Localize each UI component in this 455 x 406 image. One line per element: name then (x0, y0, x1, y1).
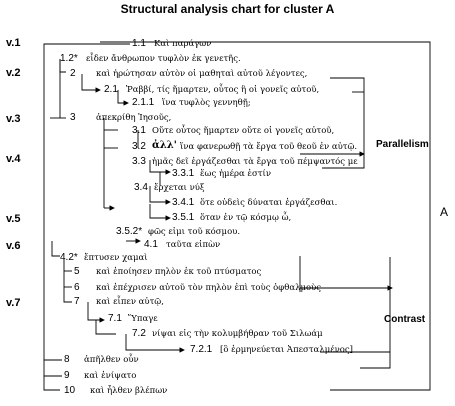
row-text: ἡμᾶς δεῖ ἐργάζεσθαι τὰ ἔργα τοῦ πέμψαντό… (152, 157, 358, 167)
contrast-label: Contrast (384, 314, 426, 325)
row-text: καὶ ἐποίησεν πηλὸν ἐκ τοῦ πτύσματος (96, 267, 262, 277)
row-text: Ῥαββί, τίς ἥμαρτεν, οὗτος ἢ οἱ γονεῖς αὐ… (126, 85, 320, 95)
verse-label-2: v.2 (6, 67, 21, 79)
verse-label-5: v.5 (6, 213, 21, 225)
parallelism-label: Parallelism (376, 139, 429, 150)
row-text: Καὶ παράγων (154, 39, 212, 49)
row-num: 1.1 (132, 38, 146, 49)
row-num: 7.2.1 (190, 344, 213, 355)
row-num: 7.2 (132, 328, 146, 339)
row-text: φῶς εἰμι τοῦ κόσμου. (148, 227, 241, 237)
row-num: 3.5.1 (172, 212, 195, 223)
row-text: καὶ εἶπεν αὐτῷ, (96, 297, 164, 307)
row-num: 2.1.1 (132, 97, 155, 108)
a-bracket (100, 41, 431, 391)
row-num: 3.1 (132, 125, 146, 136)
row-num: 3.5.2* (116, 226, 143, 237)
row-num: 3 (70, 112, 76, 123)
row-num: 10 (64, 385, 76, 396)
verse-label-3: v.3 (6, 113, 21, 125)
row-text: ἔπτυσεν χαμαὶ (84, 253, 148, 263)
row-num: 2.1 (104, 84, 118, 95)
row-text: ἵνα φανερωθῇ τὰ ἔργα τοῦ θεοῦ ἐν αὐτῷ. (180, 142, 358, 152)
row-text: Οὔτε οὗτος ἥμαρτεν οὔτε οἱ γονεῖς αὐτοῦ, (152, 126, 335, 136)
row-num: 3.3.1 (172, 168, 195, 179)
row-text: ἀπεκρίθη Ἰησοῦς, (96, 113, 172, 123)
row-text: ἔρχεται νύξ (154, 183, 205, 193)
row-num: 1.2* (60, 53, 78, 64)
row-num: 4.1 (144, 239, 158, 250)
row-text: νίψαι εἰς τὴν κολυμβήθραν τοῦ Σιλωάμ (152, 329, 323, 339)
row-text: ὅτε οὐδεὶς δύναται ἐργάζεσθαι. (200, 198, 338, 208)
row-num: 2 (70, 68, 76, 79)
row-text: εἶδεν ἄνθρωπον τυφλὸν ἐκ γενετῆς. (86, 54, 241, 64)
row-num: 9 (64, 370, 70, 381)
verse-label-4: v.4 (6, 153, 21, 165)
outer-bracket (43, 43, 130, 391)
row-text: Ὕπαγε (128, 314, 158, 324)
row-num: 3.3 (132, 156, 146, 167)
row-num: 3.4.1 (172, 197, 195, 208)
row-num: 3.2 (132, 141, 146, 152)
row-text: ταῦτα εἰπὼν (166, 240, 221, 250)
verse-label-7: v.7 (6, 297, 21, 309)
row-num: 6 (74, 282, 80, 293)
row-text: καὶ ἐπέχρισεν αὐτοῦ τὸν πηλὸν ἐπὶ τοὺς ὀ… (96, 283, 322, 293)
row-num: 5 (74, 266, 80, 277)
row-num: 7 (74, 296, 80, 307)
row-text: ὅταν ἐν τῷ κόσμῳ ὦ, (200, 213, 292, 223)
row-num: 8 (64, 354, 70, 365)
verse-label-1: v.1 (6, 37, 21, 49)
row-num: 7.1 (108, 313, 122, 324)
row-text: καὶ ἐνίψατο (84, 371, 137, 381)
row-text: καὶ ἠρώτησαν αὐτὸν οἱ μαθηταὶ αὐτοῦ λέγο… (96, 69, 308, 79)
verse-label-6: v.6 (6, 240, 21, 252)
row-num: 4.2* (60, 252, 78, 263)
row-strong: ἀλλ' (152, 140, 177, 151)
row-text: [ὃ ἑρμηνεύεται Ἀπεσταλμένος] (220, 345, 353, 355)
row-text: ἕως ἡμέρα ἐστίν (200, 169, 271, 179)
chart-title: Structural analysis chart for cluster A (120, 2, 335, 16)
cluster-a-label: A (440, 205, 449, 219)
row-text: ἵνα τυφλὸς γεννηθῇ; (162, 98, 251, 108)
row-text: ἀπῆλθεν οὖν (84, 355, 139, 365)
row-num: 3.4 (134, 182, 148, 193)
row-text: καὶ ἦλθεν βλέπων (90, 386, 168, 396)
